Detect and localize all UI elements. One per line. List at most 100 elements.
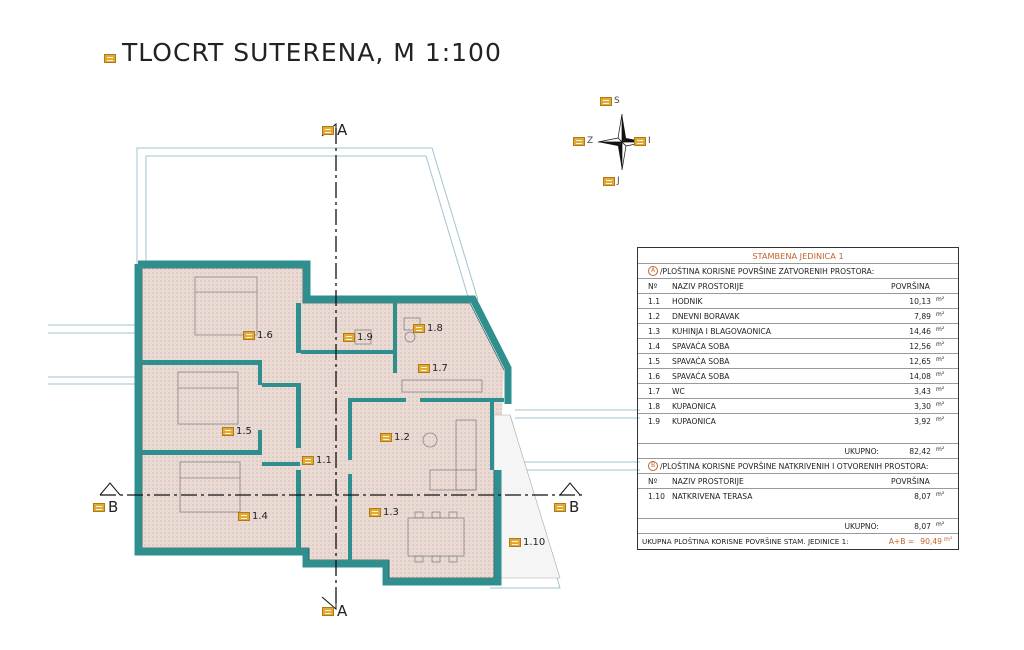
note-icon[interactable] [634, 136, 646, 146]
cell-unit: m² [936, 340, 945, 348]
cell-name: KUHINJA I BLAGOVAONICA [672, 326, 771, 336]
page-title-group: TLOCRT SUTERENA, M 1:100 [104, 40, 502, 65]
unit: m² [936, 520, 945, 528]
cell-area: 14,08 [909, 371, 931, 381]
section-a-total-row: UKUPNO: 82,42 m² [638, 444, 958, 459]
page-title: TLOCRT SUTERENA, M 1:100 [122, 38, 502, 67]
col-area-header: POVRŠINA [891, 281, 930, 291]
cell-no: 1.10 [648, 492, 665, 501]
compass-letter: J [617, 176, 620, 186]
room-number: 1.3 [383, 507, 399, 518]
note-icon[interactable] [322, 606, 334, 616]
room-label: 1.6 [243, 330, 273, 341]
room-label: 1.4 [238, 511, 268, 522]
section-heading: /PLOŠTINA KORISNE POVRŠINE NATKRIVENIH I… [660, 461, 929, 471]
cell-name: SPAVAĆA SOBA [672, 371, 730, 381]
cell-no: 1.7 [648, 386, 661, 396]
compass-east-label: I [634, 136, 651, 146]
section-tag: B [648, 461, 658, 471]
note-icon[interactable] [322, 125, 334, 135]
note-icon[interactable] [418, 364, 430, 373]
cell-area: 3,43 [914, 386, 931, 396]
note-icon[interactable] [343, 333, 355, 342]
table-header-row: Nº NAZIV PROSTORIJE POVRŠINA [638, 474, 958, 489]
table-row: 1.2 DNEVNI BORAVAK 7,89 m² [638, 309, 958, 324]
cell-area: 7,89 [914, 311, 931, 321]
note-icon[interactable] [413, 324, 425, 333]
empty-row [638, 504, 958, 519]
note-icon[interactable] [554, 502, 566, 512]
note-icon[interactable] [603, 176, 615, 186]
section-lines [100, 128, 585, 605]
section-a-heading-row: A /PLOŠTINA KORISNE POVRŠINE ZATVORENIH … [638, 264, 958, 279]
section-letter: B [569, 498, 580, 516]
section-letter: A [337, 602, 348, 620]
cell-no: 1.3 [648, 326, 661, 336]
note-icon[interactable] [93, 502, 105, 512]
total-area: 8,07 [914, 521, 931, 531]
cell-area: 12,56 [909, 341, 931, 351]
note-icon[interactable] [380, 433, 392, 442]
note-icon[interactable] [302, 456, 314, 465]
cell-no: 1.8 [648, 401, 661, 411]
note-icon[interactable] [600, 96, 612, 106]
total-label: UKUPNO: [844, 521, 879, 531]
cell-no: 1.2 [648, 311, 661, 321]
cell-unit: m² [936, 325, 945, 333]
cell-area: 12,65 [909, 356, 931, 366]
compass-south-label: J [603, 176, 620, 186]
cell-area: 3,30 [914, 401, 931, 411]
room-number: 1.8 [427, 323, 443, 334]
floor-area [142, 268, 504, 578]
table-title-row: STAMBENA JEDINICA 1 [638, 248, 958, 264]
section-b-left-label: B [93, 498, 118, 516]
cell-name: WC [672, 386, 685, 396]
empty-row [638, 429, 958, 444]
cell-area: 8,07 [914, 492, 931, 501]
table-row: 1.3 KUHINJA I BLAGOVAONICA 14,46 m² [638, 324, 958, 339]
room-number: 1.2 [394, 432, 410, 443]
note-icon[interactable] [238, 512, 250, 521]
section-a-top-label: A [322, 121, 347, 139]
room-number: 1.7 [432, 363, 448, 374]
room-label: 1.5 [222, 426, 252, 437]
cell-area: 14,46 [909, 326, 931, 336]
section-b-total-row: UKUPNO: 8,07 m² [638, 519, 958, 534]
cell-name: DNEVNI BORAVAK [672, 311, 740, 321]
col-name-header: NAZIV PROSTORIJE [672, 476, 744, 486]
cell-no: 1.5 [648, 356, 661, 366]
total-label: UKUPNO: [844, 446, 879, 456]
note-icon[interactable] [509, 538, 521, 547]
cell-unit: m² [936, 370, 945, 378]
section-letter: B [108, 498, 119, 516]
cell-name: KUPAONICA [672, 417, 716, 426]
room-label: 1.1 [302, 455, 332, 466]
note-icon[interactable] [104, 54, 116, 63]
note-icon[interactable] [369, 508, 381, 517]
cell-no: 1.1 [648, 296, 661, 306]
cell-name: HODNIK [672, 296, 703, 306]
section-b-right-label: B [554, 498, 579, 516]
grand-total-formula: A+B = [888, 537, 915, 546]
room-label: 1.8 [413, 323, 443, 334]
grand-total-row: UKUPNA PLOŠTINA KORISNE POVRŠINE STAM. J… [638, 534, 958, 549]
cell-name: KUPAONICA [672, 401, 716, 411]
note-icon[interactable] [222, 427, 234, 436]
col-no-header: Nº [648, 281, 658, 291]
room-label: 1.7 [418, 363, 448, 374]
cell-no: 1.9 [648, 417, 661, 426]
note-icon[interactable] [243, 331, 255, 340]
cell-name: NATKRIVENA TERASA [672, 492, 753, 501]
note-icon[interactable] [573, 136, 585, 146]
compass-letter: S [614, 96, 620, 106]
unit: m² [944, 536, 953, 543]
cell-unit: m² [936, 310, 945, 318]
terrace-floor [493, 414, 561, 579]
cell-area: 10,13 [909, 296, 931, 306]
room-number: 1.9 [357, 332, 373, 343]
